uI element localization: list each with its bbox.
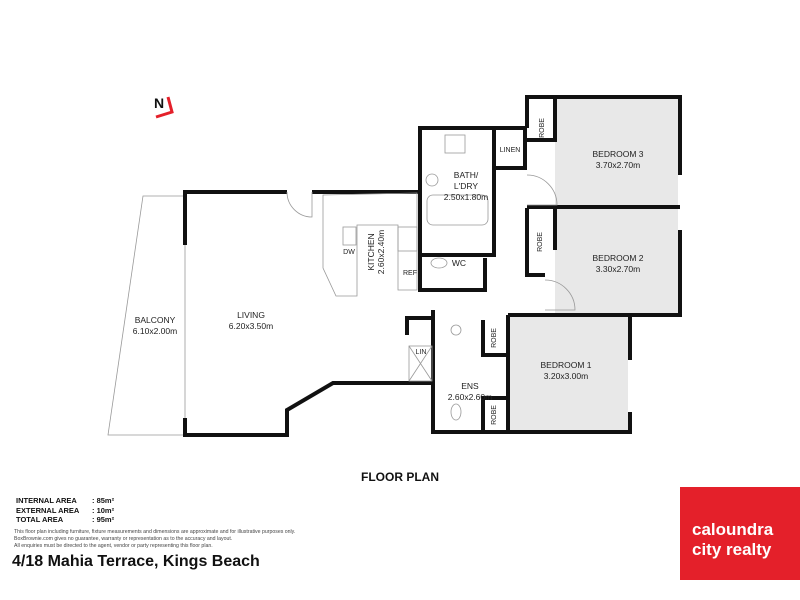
- robe-label: ROBE: [539, 118, 546, 138]
- sink-icon: [342, 226, 357, 246]
- bedroom1-size: 3.20x3.00m: [544, 371, 588, 381]
- area-summary: INTERNAL AREA: 85m² EXTERNAL AREA: 10m² …: [16, 496, 114, 525]
- bedroom2-size: 3.30x2.70m: [596, 264, 640, 274]
- area-label: INTERNAL AREA: [16, 496, 77, 505]
- basin-icon: [450, 324, 462, 336]
- bedroom3-name: BEDROOM 3: [592, 149, 643, 159]
- bedroom2-floor: [555, 209, 678, 313]
- area-value: : 10m²: [92, 505, 115, 515]
- linen-label: LINEN: [500, 147, 521, 154]
- fixtures: [286, 134, 576, 421]
- disclaimer-line: This floor plan including furniture, fix…: [14, 529, 296, 535]
- robe-label: ROBE: [491, 328, 498, 348]
- bedroom1-name: BEDROOM 1: [540, 360, 591, 370]
- ens-size: 2.60x2.60m: [448, 392, 492, 402]
- bedroom1-floor: [508, 317, 628, 430]
- kitchen-name: KITCHEN: [366, 233, 376, 270]
- area-value: : 95m²: [92, 515, 115, 524]
- basin-icon: [425, 173, 439, 187]
- door-swing: [526, 174, 558, 206]
- door-swing: [544, 279, 576, 311]
- bath-name-2: L'DRY: [454, 181, 478, 191]
- living-name: LIVING: [237, 310, 265, 320]
- shower-icon: [408, 345, 433, 382]
- bedroom2-name: BEDROOM 2: [592, 253, 643, 263]
- disclaimer-line: All enquiries must be directed to the ag…: [14, 543, 213, 549]
- agency-logo: caloundra city realty: [680, 487, 800, 580]
- disclaimer-line: BoxBrownie.com gives no guarantee, warra…: [14, 536, 233, 542]
- balcony-size: 6.10x2.00m: [133, 326, 177, 336]
- area-label: EXTERNAL AREA: [16, 505, 80, 515]
- bath-size: 2.50x1.80m: [444, 192, 488, 202]
- area-label: TOTAL AREA: [16, 515, 64, 524]
- cooktop-icon: [397, 226, 418, 252]
- ens-name: ENS: [461, 381, 479, 391]
- logo-line-1: caloundra: [692, 520, 774, 539]
- bath-name-1: BATH/: [454, 170, 479, 180]
- toilet-icon: [430, 257, 448, 269]
- robe-label: ROBE: [491, 405, 498, 425]
- plan-title: FLOOR PLAN: [361, 470, 439, 484]
- wc-label: WC: [452, 258, 466, 268]
- bedroom3-size: 3.70x2.70m: [596, 160, 640, 170]
- basin-icon: [444, 134, 466, 154]
- door-swing: [286, 191, 313, 218]
- logo-line-2: city realty: [692, 540, 772, 559]
- north-arrow-icon: [155, 96, 174, 119]
- compass-label: N: [154, 95, 164, 111]
- bedroom3-floor: [555, 99, 678, 205]
- kitchen-size: 2.60x2.40m: [376, 230, 386, 274]
- fridge-label: REF: [403, 270, 417, 277]
- walls: [183, 95, 682, 437]
- disclaimer: This floor plan including furniture, fix…: [14, 529, 295, 550]
- bathtub-icon: [426, 194, 489, 226]
- dishwasher-label: DW: [343, 249, 355, 256]
- balcony-name: BALCONY: [135, 315, 176, 325]
- area-value: : 85m²: [92, 496, 115, 505]
- toilet-icon: [450, 403, 462, 421]
- living-size: 6.20x3.50m: [229, 321, 273, 331]
- lin-label: LIN: [416, 349, 427, 356]
- robe-label: ROBE: [537, 232, 544, 252]
- property-address: 4/18 Mahia Terrace, Kings Beach: [12, 553, 260, 570]
